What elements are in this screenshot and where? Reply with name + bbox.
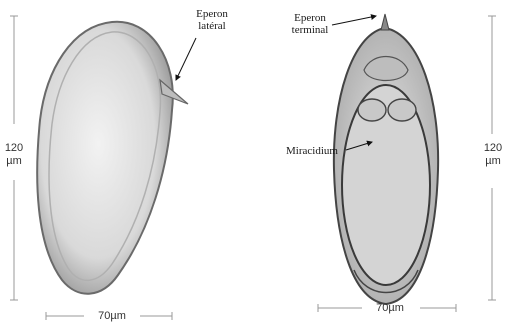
right-width-label: 70µm	[362, 302, 418, 315]
lateral-spine-label-line1: Eperon	[186, 8, 238, 20]
left-height-unit: µm	[0, 155, 28, 168]
left-egg	[37, 22, 188, 294]
terminal-spine-label-line2: terminal	[280, 24, 340, 36]
right-height-unit: µm	[478, 155, 508, 168]
right-egg	[334, 14, 438, 304]
left-height-value: 120	[0, 142, 28, 155]
miracidium-head-right	[388, 99, 416, 121]
right-height-label: 120 µm	[478, 142, 508, 168]
lateral-spine-label-line2: latéral	[186, 20, 238, 32]
miracidium-head-left	[358, 99, 386, 121]
terminal-spine-label: Eperon terminal	[280, 12, 340, 36]
left-height-label: 120 µm	[0, 142, 28, 168]
right-height-value: 120	[478, 142, 508, 155]
miracidium-body	[342, 85, 430, 285]
lateral-spine-arrow	[176, 38, 196, 80]
left-width-label: 70µm	[86, 310, 138, 323]
terminal-spine-label-line1: Eperon	[280, 12, 340, 24]
lateral-spine-label: Eperon latéral	[186, 8, 238, 32]
miracidium-label: Miracidium	[276, 145, 348, 157]
right-egg-terminal-spine	[381, 14, 389, 30]
